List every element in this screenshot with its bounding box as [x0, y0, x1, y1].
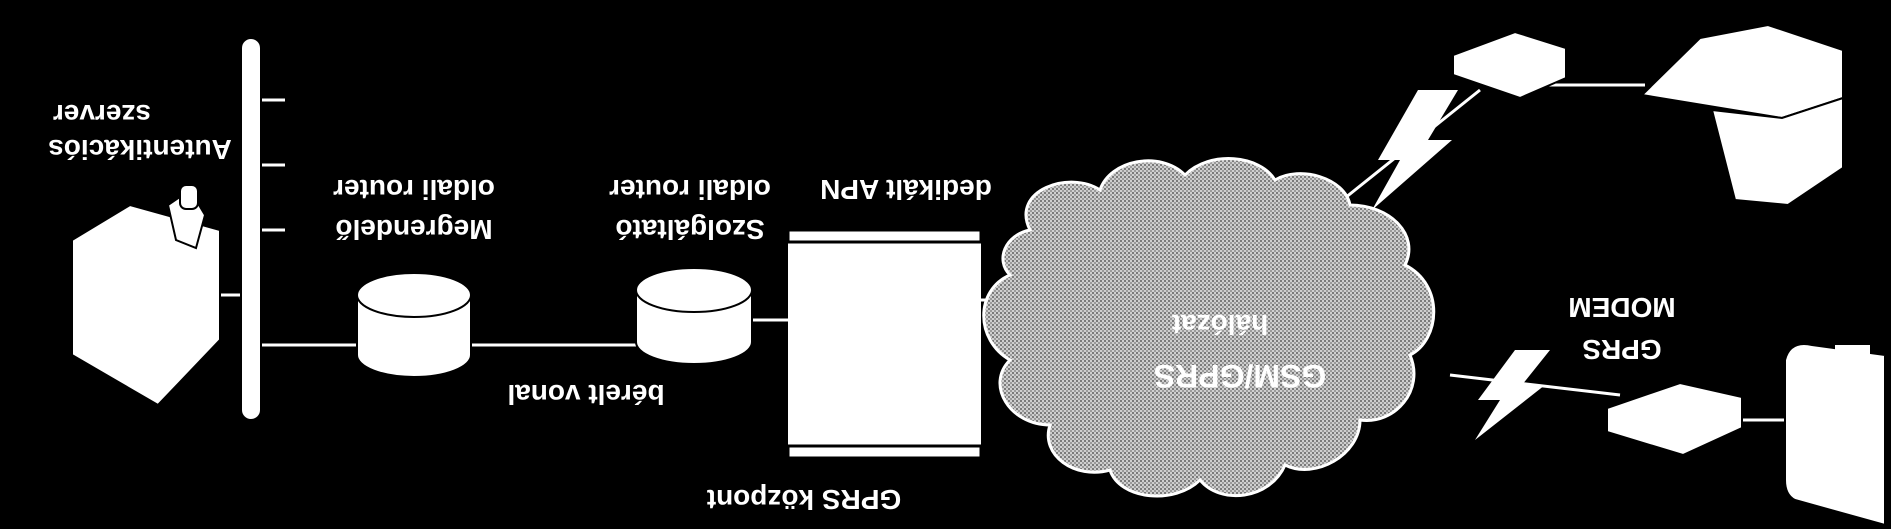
gsm-gprs-network-cloud: [982, 157, 1436, 498]
dedicated-apn-label: dedikált APN: [820, 174, 992, 205]
provider-router-icon: [635, 267, 753, 365]
auth-server-label-line1: Autentikációs: [48, 134, 232, 165]
laptop-terminal-icon: [1639, 23, 1844, 207]
gprs-center-icon: [786, 228, 983, 460]
bottom-gprs-modem-icon: [1606, 381, 1743, 457]
connection-lines: [215, 83, 1790, 422]
network-label-line2: hálózat: [1172, 309, 1268, 340]
lan-backbone-bus: [240, 37, 262, 421]
bottom-wireless-link-icon: [1475, 350, 1550, 440]
top-wireless-link-icon: [1372, 90, 1458, 210]
customer-router-label-line2: oldali router: [333, 174, 495, 205]
provider-router-label-line2: oldali router: [609, 174, 771, 205]
diagram-labels: Autentikációs szerver Megrendelő oldali …: [48, 99, 1675, 515]
modem-label-line1: GPRS: [1582, 334, 1661, 365]
auth-server-label-line2: szerver: [53, 99, 151, 130]
modem-label-line2: MODEM: [1568, 292, 1675, 323]
auth-server-icon: [71, 184, 221, 407]
customer-router-label-line1: Megrendelő: [335, 214, 492, 245]
top-gprs-modem-icon: [1452, 30, 1567, 100]
leased-line-label: bérelt vonal: [507, 379, 664, 410]
network-label-line1: GSM/GPRS: [1154, 358, 1326, 394]
customer-router-icon: [356, 272, 472, 378]
handheld-terminal-icon: [1784, 343, 1886, 527]
gprs-center-label: GPRS központ: [707, 484, 901, 515]
provider-router-label-line1: Szolgáltató: [615, 214, 764, 245]
